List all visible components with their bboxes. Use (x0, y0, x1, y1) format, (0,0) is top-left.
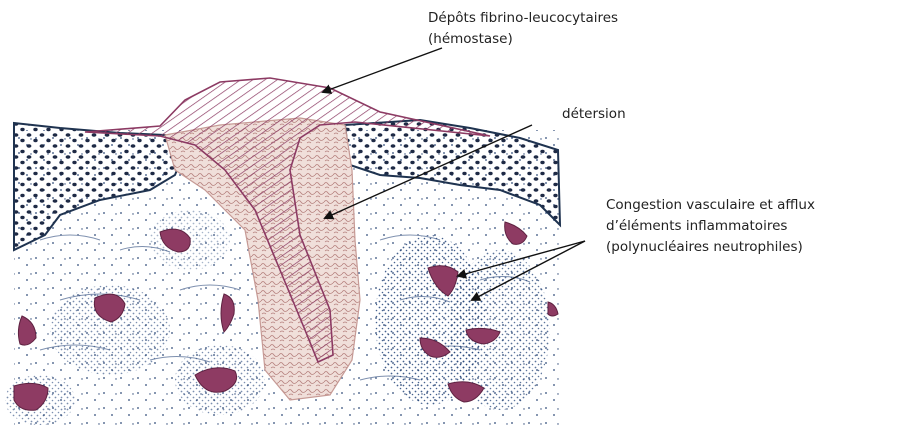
label-congestion-line2: d’éléments inflammatoires (606, 216, 815, 237)
label-depots-line2: (hémostase) (428, 29, 618, 50)
label-depots-fibrino: Dépôts fibrino-leucocytaires (hémostase) (428, 8, 618, 50)
arrow-depots (323, 48, 442, 92)
label-detersion-text: détersion (562, 104, 626, 125)
label-congestion-line3: (polynucléaires neutrophiles) (606, 237, 815, 258)
label-depots-line1: Dépôts fibrino-leucocytaires (428, 8, 618, 29)
label-congestion-line1: Congestion vasculaire et afflux (606, 195, 815, 216)
label-detersion: détersion (562, 104, 626, 125)
label-congestion: Congestion vasculaire et afflux d’élémen… (606, 195, 815, 258)
